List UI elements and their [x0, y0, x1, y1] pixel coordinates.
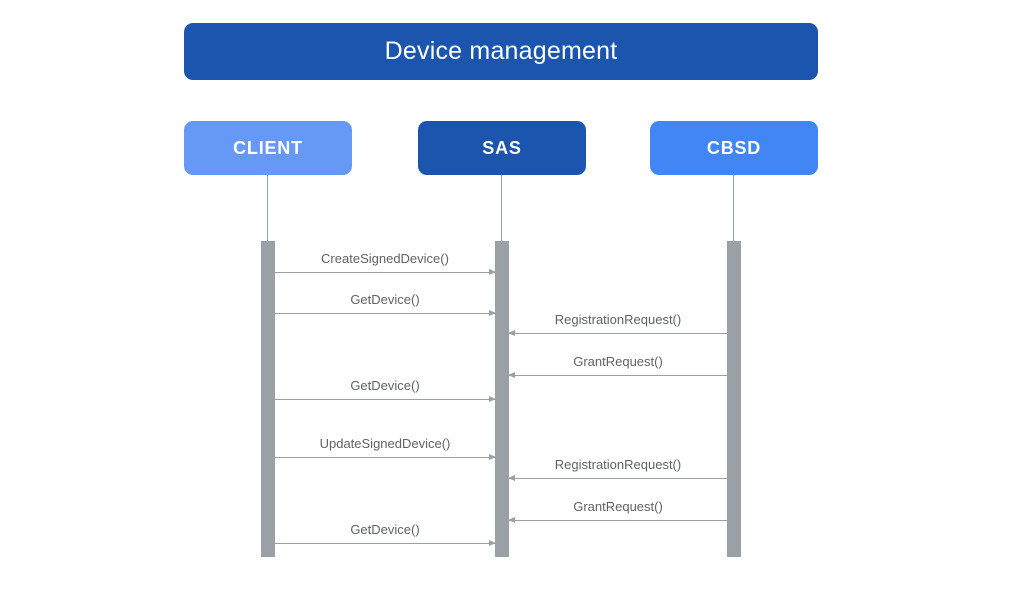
participant-label-cbsd: CBSD: [706, 137, 762, 158]
participant-box-sas[interactable]: SAS: [418, 121, 586, 175]
arrowhead-left-icon: [508, 474, 515, 481]
participant-box-cbsd[interactable]: CBSD: [650, 121, 818, 175]
arrowhead-right-icon: [489, 453, 496, 460]
lifeline-sas: [501, 175, 502, 241]
arrowhead-left-icon: [508, 371, 515, 378]
participant-label-client: CLIENT: [233, 137, 303, 158]
page-title: Device management: [384, 37, 618, 65]
lifeline-cbsd: [733, 175, 734, 241]
activation-bar-cbsd: [727, 241, 741, 557]
arrowhead-right-icon: [489, 395, 496, 402]
message-label: GetDevice(): [350, 292, 420, 307]
message-label: UpdateSignedDevice(): [319, 436, 451, 451]
arrowhead-left-icon: [508, 516, 515, 523]
message-line: [509, 375, 727, 376]
arrowhead-right-icon: [489, 539, 496, 546]
message-line: [509, 333, 727, 334]
activation-bar-client: [261, 241, 275, 557]
message-line: [275, 313, 495, 314]
message-label: CreateSignedDevice(): [321, 251, 449, 266]
message-label: GetDevice(): [350, 378, 420, 393]
message-label: GrantRequest(): [573, 354, 663, 369]
message-line: [509, 478, 727, 479]
arrowhead-right-icon: [489, 268, 496, 275]
message-line: [509, 520, 727, 521]
arrowhead-right-icon: [489, 309, 496, 316]
diagram-title-bar: Device management: [184, 23, 818, 80]
message-line: [275, 543, 495, 544]
participant-label-sas: SAS: [482, 137, 522, 158]
message-label: GetDevice(): [350, 522, 420, 537]
activation-bar-sas: [495, 241, 509, 557]
message-line: [275, 399, 495, 400]
arrowhead-left-icon: [508, 329, 515, 336]
message-label: RegistrationRequest(): [554, 312, 682, 327]
message-label: RegistrationRequest(): [554, 457, 682, 472]
lifeline-client: [267, 175, 268, 241]
message-line: [275, 272, 495, 273]
participant-box-client[interactable]: CLIENT: [184, 121, 352, 175]
message-label: GrantRequest(): [573, 499, 663, 514]
message-line: [275, 457, 495, 458]
